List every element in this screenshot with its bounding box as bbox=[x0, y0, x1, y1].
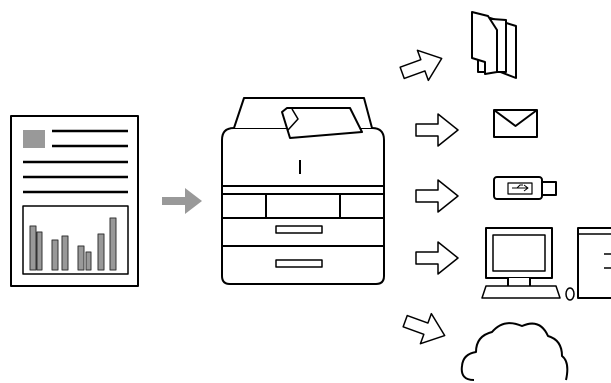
arrow-to-cloud bbox=[400, 306, 450, 350]
printer-icon bbox=[222, 98, 384, 284]
arrow-to-usb bbox=[416, 180, 458, 212]
document-icon bbox=[11, 116, 138, 286]
destination-arrows bbox=[397, 43, 458, 350]
folder-icon bbox=[472, 12, 516, 78]
computer-icon bbox=[482, 228, 611, 300]
envelope-icon bbox=[494, 110, 537, 137]
arrow-to-computer bbox=[416, 242, 458, 274]
arrow-to-email bbox=[416, 114, 458, 146]
cloud-icon bbox=[462, 323, 568, 380]
arrow-right-icon bbox=[162, 188, 202, 214]
usb-drive-icon bbox=[494, 177, 556, 199]
arrow-to-folder bbox=[397, 43, 447, 87]
